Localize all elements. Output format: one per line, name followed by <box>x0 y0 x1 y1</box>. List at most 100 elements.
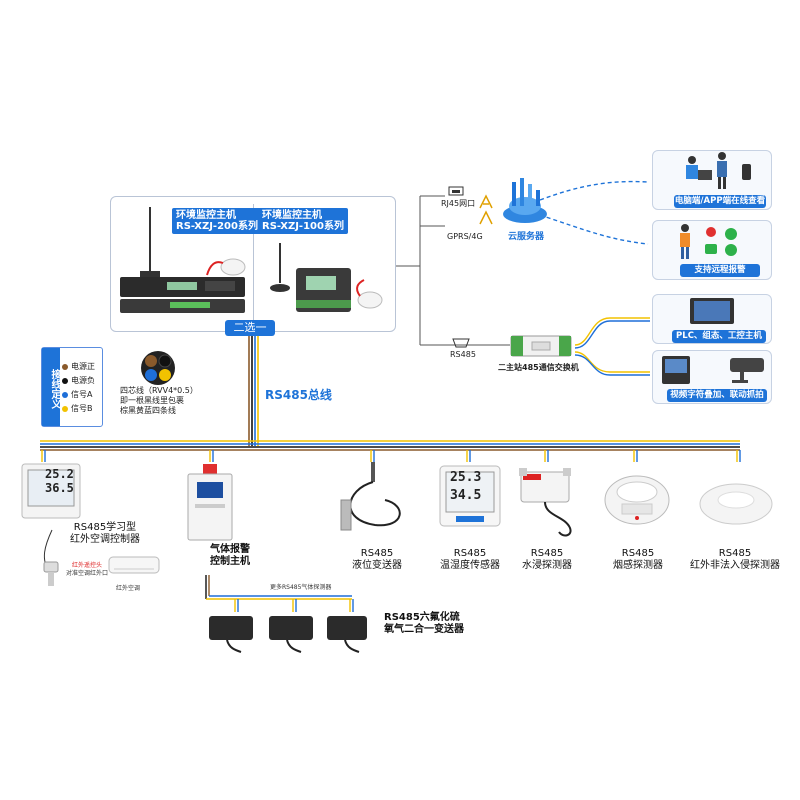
drop-ir <box>41 450 46 462</box>
signal-icon-2 <box>479 210 493 225</box>
drop-pir <box>736 450 741 462</box>
legend-item-power-minus: 电源负 <box>62 375 95 386</box>
rs485-port-label: RS485 <box>450 350 476 359</box>
water-line1: RS485 <box>530 548 564 559</box>
sf6-line1: RS485六氟化硫 <box>384 612 460 623</box>
alarm-notification-image <box>680 224 737 259</box>
legend-item-power-plus: 电源正 <box>62 361 95 372</box>
legend-label: 信号A <box>71 390 93 399</box>
cable-note: 四芯线（RVV4*0.5） 即一根黑线里包裹 棕黑黄蓝四条线 <box>120 386 230 416</box>
camera-icon <box>730 358 764 372</box>
smoke-label: RS485 烟感探测器 <box>605 548 671 572</box>
drop-liquid <box>370 450 375 462</box>
water-leak-detector-image <box>519 468 572 537</box>
host-100-title-line1: 环境监控主机 <box>262 210 322 221</box>
industrial-monitor-image <box>690 298 734 324</box>
switch-to-video-bus <box>574 351 650 376</box>
rj45-label: RJ45网口 <box>441 199 476 208</box>
main-bus-vertical <box>248 336 259 446</box>
temp-humidity-sensor-image <box>439 465 501 527</box>
sf6-line2: 氧气二合一变送器 <box>384 624 464 635</box>
legend-label: 信号B <box>71 404 93 413</box>
legend-dot-brown <box>62 363 68 370</box>
legend-dot-blue <box>62 391 68 398</box>
air-conditioner-image <box>108 556 160 574</box>
liquid-line1: RS485 <box>360 548 394 559</box>
liquid-level-transmitter-image <box>340 462 401 531</box>
cloud-server-icon <box>503 178 547 223</box>
pir-line1: RS485 <box>718 548 752 559</box>
legend-dot-black <box>62 377 68 384</box>
gprs-label: GPRS/4G <box>447 232 483 241</box>
bus-drops <box>41 450 741 462</box>
smoke-detector-image <box>604 475 670 525</box>
smoke-line1: RS485 <box>621 548 655 559</box>
ir-controller-label: RS485学习型 红外空调控制器 <box>45 522 165 546</box>
rj45-icon <box>448 186 464 196</box>
video-camera-image <box>662 356 764 384</box>
pir-label: RS485 红外非法入侵探测器 <box>680 548 790 572</box>
smoke-line2: 烟感探测器 <box>613 560 663 571</box>
legend-label: 电源负 <box>71 376 95 385</box>
pc-app-caption: 电脑端/APP端在线查看 <box>674 195 766 208</box>
water-line2: 水浸探测器 <box>522 560 572 571</box>
sf6-transmitters-image <box>209 616 367 653</box>
cloud-to-pc-link <box>539 180 649 201</box>
cloud-to-alarm-link <box>539 214 649 245</box>
cable-note-line2: 即一根黑线里包裹 <box>120 396 184 405</box>
liquid-label: RS485 液位变送器 <box>340 548 414 572</box>
select-one-tag: 二选一 <box>225 320 275 336</box>
host-200-title: 环境监控主机 RS-XZJ-200系列 <box>172 208 262 234</box>
gas-alarm-host-image <box>187 464 233 541</box>
legend-dot-yellow <box>62 405 68 412</box>
cable-note-line1: 四芯线（RVV4*0.5） <box>120 386 198 395</box>
plc-caption: PLC、组态、工控主机 <box>672 330 766 343</box>
legend-title: 接线定义 <box>42 348 60 426</box>
alarm-light-icon <box>203 464 217 474</box>
alarm-icon <box>706 227 716 237</box>
rs485-port-icon <box>452 338 470 348</box>
rs485-switch-image <box>510 335 572 357</box>
legend-item-signal-a: 信号A <box>62 389 92 400</box>
ir-temp-readout: 25.2 <box>45 467 74 481</box>
signal-icon <box>479 194 493 209</box>
water-label: RS485 水浸探测器 <box>515 548 579 572</box>
cloud-server-label: 云服务器 <box>508 232 545 242</box>
host-200-title-line1: 环境监控主机 <box>176 210 236 221</box>
remote-alarm-caption: 支持远程报警 <box>680 264 760 277</box>
th-line1: RS485 <box>453 548 487 559</box>
gas-sub-bus <box>205 575 354 612</box>
sf6-transmitter-3 <box>327 616 367 653</box>
gas-host-label: 气体报警 控制主机 <box>210 544 270 568</box>
host-100-title: 环境监控主机 RS-XZJ-100系列 <box>258 208 348 234</box>
liquid-line2: 液位变送器 <box>352 560 402 571</box>
host-100-title-line2: RS-XZJ-100系列 <box>262 221 344 232</box>
ac-label: 红外空调 <box>116 585 141 592</box>
people-using-devices-image <box>686 152 751 189</box>
more-gas-label: 更多RS485气体探测器 <box>270 584 332 591</box>
ir-controller-line1: RS485学习型 <box>73 522 137 533</box>
gas-host-line2: 控制主机 <box>210 556 250 567</box>
ir-probe-image <box>43 561 59 586</box>
legend-label: 电源正 <box>71 362 95 371</box>
video-caption: 视频字符叠加、联动抓拍 <box>667 389 767 402</box>
switch-to-plc-bus <box>574 317 650 349</box>
th-label: RS485 温湿度传感器 <box>430 548 510 572</box>
switch-label: 二主站485通信交换机 <box>498 363 579 372</box>
th-temp-readout: 25.3 <box>450 470 482 485</box>
sf6-label: RS485六氟化硫 氧气二合一变送器 <box>384 612 484 636</box>
message-icon <box>705 244 717 254</box>
wiring-legend: 接线定义 <box>41 347 103 427</box>
rs485-bus-label: RS485总线 <box>265 388 332 402</box>
ir-probe-label: 红外遥控头 <box>72 562 103 569</box>
gas-host-line1: 气体报警 <box>210 544 250 555</box>
ir-hum-readout: 36.5 <box>45 481 74 495</box>
ir-probe-sublabel: 对准空调红外口 <box>66 570 109 577</box>
sf6-transmitter-1 <box>209 616 253 653</box>
host-divider <box>253 204 254 322</box>
legend-item-signal-b: 信号B <box>62 403 93 414</box>
th-line2: 温湿度传感器 <box>440 560 500 571</box>
drop-smoke <box>633 450 638 462</box>
xzj200-device-image <box>120 207 246 313</box>
